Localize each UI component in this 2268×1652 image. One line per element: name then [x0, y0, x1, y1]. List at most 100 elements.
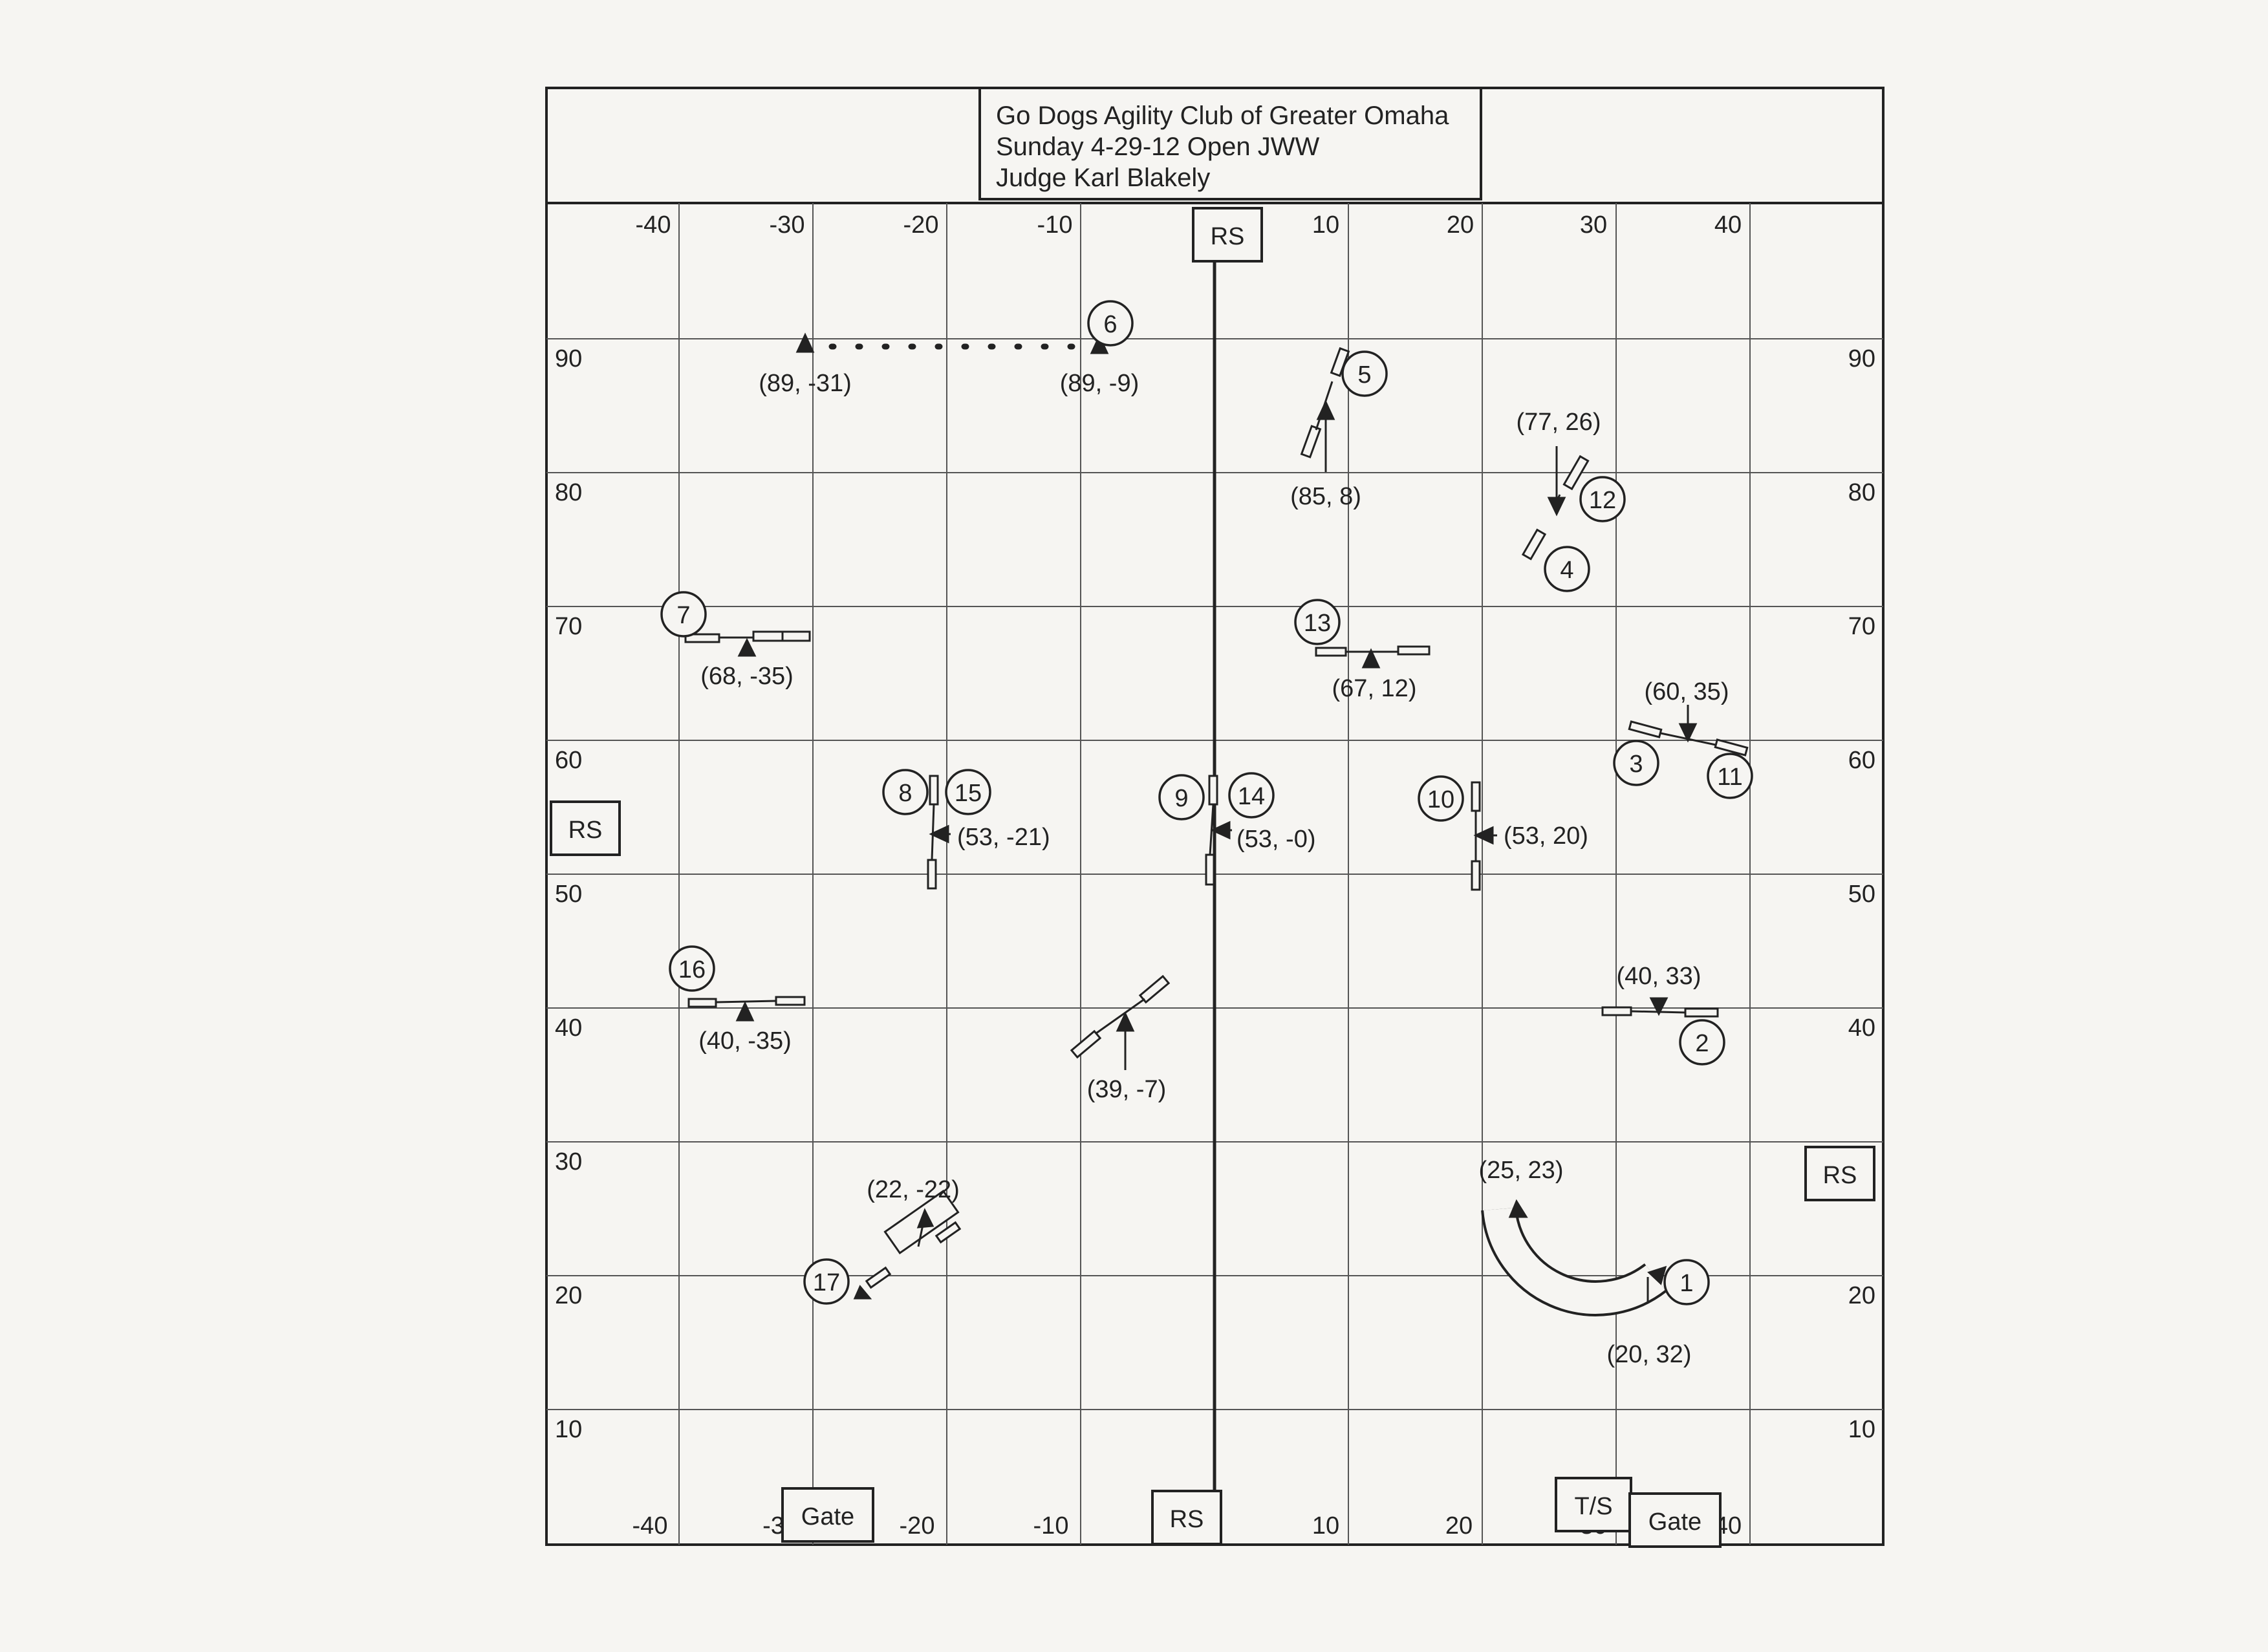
axis-top-label: 40 [1714, 211, 1742, 239]
coord-label: (85, 8) [1290, 483, 1361, 510]
obstacle-number-11 [1707, 753, 1753, 799]
header-line-1: Go Dogs Agility Club of Greater Omaha [996, 102, 1449, 130]
coord-label: (20, 32) [1607, 1341, 1692, 1368]
obstacle-number-10 [1418, 775, 1464, 822]
obstacle-number-15 [945, 769, 991, 815]
coord-label: (53, -0) [1237, 826, 1315, 853]
axis-bottom-label: 20 [1445, 1512, 1473, 1539]
obstacle-number-text: 8 [898, 780, 912, 807]
axis-left-label: 30 [555, 1148, 582, 1175]
coord-label: (60, 35) [1645, 678, 1729, 705]
axis-left-label: 50 [555, 881, 582, 908]
axis-left-label: 10 [555, 1416, 582, 1443]
coord-label: (53, 20) [1504, 822, 1588, 850]
obstacle-6-line [795, 332, 1109, 354]
axis-right-label: 20 [1848, 1282, 1875, 1309]
coord-label: (68, -35) [700, 663, 794, 690]
obstacle-number-text: 14 [1238, 783, 1265, 810]
obstacle-5-jump [1300, 347, 1350, 472]
header-line-2: Sunday 4-29-12 Open JWW [996, 133, 1319, 161]
rs-marker-bottom: RS [1151, 1490, 1222, 1545]
axis-bottom-label: -3 [762, 1512, 784, 1539]
svg-text:RS: RS [1823, 1162, 1857, 1189]
axis-top-label: -10 [1037, 211, 1073, 239]
obstacle-3-11-jump [1628, 705, 1749, 756]
axis-right-label: 90 [1848, 345, 1875, 372]
obstacle-12-4-jump [1521, 446, 1590, 561]
obstacle-number-text: 3 [1629, 751, 1643, 778]
axis-bottom-label: -40 [632, 1512, 668, 1539]
coord-label: (89, -31) [759, 370, 852, 397]
axis-left-label: 70 [555, 613, 582, 640]
ts-marker: T/S [1555, 1477, 1632, 1532]
obstacle-number-16 [669, 945, 715, 992]
tunnel-1 [1481, 1199, 1667, 1316]
coord-label: (40, -35) [698, 1027, 792, 1055]
obstacle-number-4 [1544, 546, 1590, 592]
obstacle-number-text: 7 [676, 602, 690, 629]
obstacle-number-2 [1679, 1019, 1725, 1066]
axis-right-label: 50 [1848, 881, 1875, 908]
axis-right-label: 60 [1848, 747, 1875, 774]
coord-label: (89, -9) [1060, 370, 1139, 397]
obstacle-number-12 [1579, 476, 1626, 522]
obstacle-jump-center [1070, 974, 1171, 1070]
rs-marker-left: RS [550, 800, 621, 856]
header-line-3: Judge Karl Blakely [996, 164, 1210, 192]
svg-text:RS: RS [568, 817, 603, 844]
obstacle-number-text: 16 [678, 956, 706, 983]
axis-right-label: 70 [1848, 613, 1875, 640]
axis-left-label: 20 [555, 1282, 582, 1309]
svg-text:T/S: T/S [1574, 1493, 1612, 1520]
axis-right-label: 10 [1848, 1416, 1875, 1443]
axis-bottom-label: 10 [1312, 1512, 1339, 1539]
svg-text:Gate: Gate [801, 1503, 854, 1530]
obstacle-number-text: 13 [1304, 610, 1331, 637]
coord-label: (77, 26) [1517, 409, 1601, 436]
obstacle-13-jump [1315, 645, 1431, 669]
rs-marker-top: RS [1192, 207, 1263, 263]
axis-left-label: 80 [555, 479, 582, 506]
axis-top-label: 30 [1580, 211, 1607, 239]
obstacle-number-text: 12 [1589, 487, 1616, 514]
obstacle-7-jump [684, 630, 811, 657]
obstacle-number-8 [882, 769, 929, 815]
axis-bottom-label: -20 [900, 1512, 935, 1539]
obstacle-9-14-jump [1205, 775, 1232, 886]
obstacle-number-6 [1087, 300, 1134, 347]
obstacle-2-jump [1601, 997, 1719, 1018]
coord-label: (39, -7) [1087, 1076, 1166, 1103]
coord-label: (67, 12) [1332, 675, 1417, 702]
obstacle-number-text: 10 [1427, 786, 1454, 813]
gate-left: Gate [781, 1487, 874, 1543]
obstacle-number-9 [1158, 774, 1205, 821]
obstacle-number-1 [1663, 1259, 1710, 1305]
obstacle-10-jump [1471, 781, 1497, 891]
obstacle-17-jump [853, 1189, 962, 1300]
obstacle-number-text: 1 [1679, 1270, 1693, 1297]
axis-top-label: -30 [770, 211, 805, 239]
axis-top-label: -20 [903, 211, 939, 239]
coord-label: (22, -22) [867, 1176, 960, 1203]
obstacle-number-text: 2 [1695, 1030, 1709, 1057]
axis-left-label: 90 [555, 345, 582, 372]
axis-right-label: 80 [1848, 479, 1875, 506]
obstacle-number-text: 17 [813, 1269, 840, 1296]
obstacle-number-text: 6 [1103, 311, 1117, 338]
axis-top-label: 20 [1447, 211, 1474, 239]
gate-right: Gate [1628, 1492, 1722, 1548]
coord-label: (53, -21) [957, 824, 1050, 851]
axis-top-label: -40 [636, 211, 671, 239]
obstacle-number-7 [660, 591, 707, 638]
header-box [978, 87, 1482, 200]
coord-label: (40, 33) [1617, 963, 1701, 990]
obstacle-number-text: 5 [1357, 361, 1371, 389]
rs-marker-right: RS [1804, 1146, 1875, 1201]
obstacle-number-text: 15 [955, 780, 982, 807]
axis-right-label: 40 [1848, 1014, 1875, 1042]
svg-text:Gate: Gate [1648, 1508, 1701, 1536]
svg-text:RS: RS [1211, 223, 1245, 250]
obstacle-number-5 [1341, 350, 1388, 397]
